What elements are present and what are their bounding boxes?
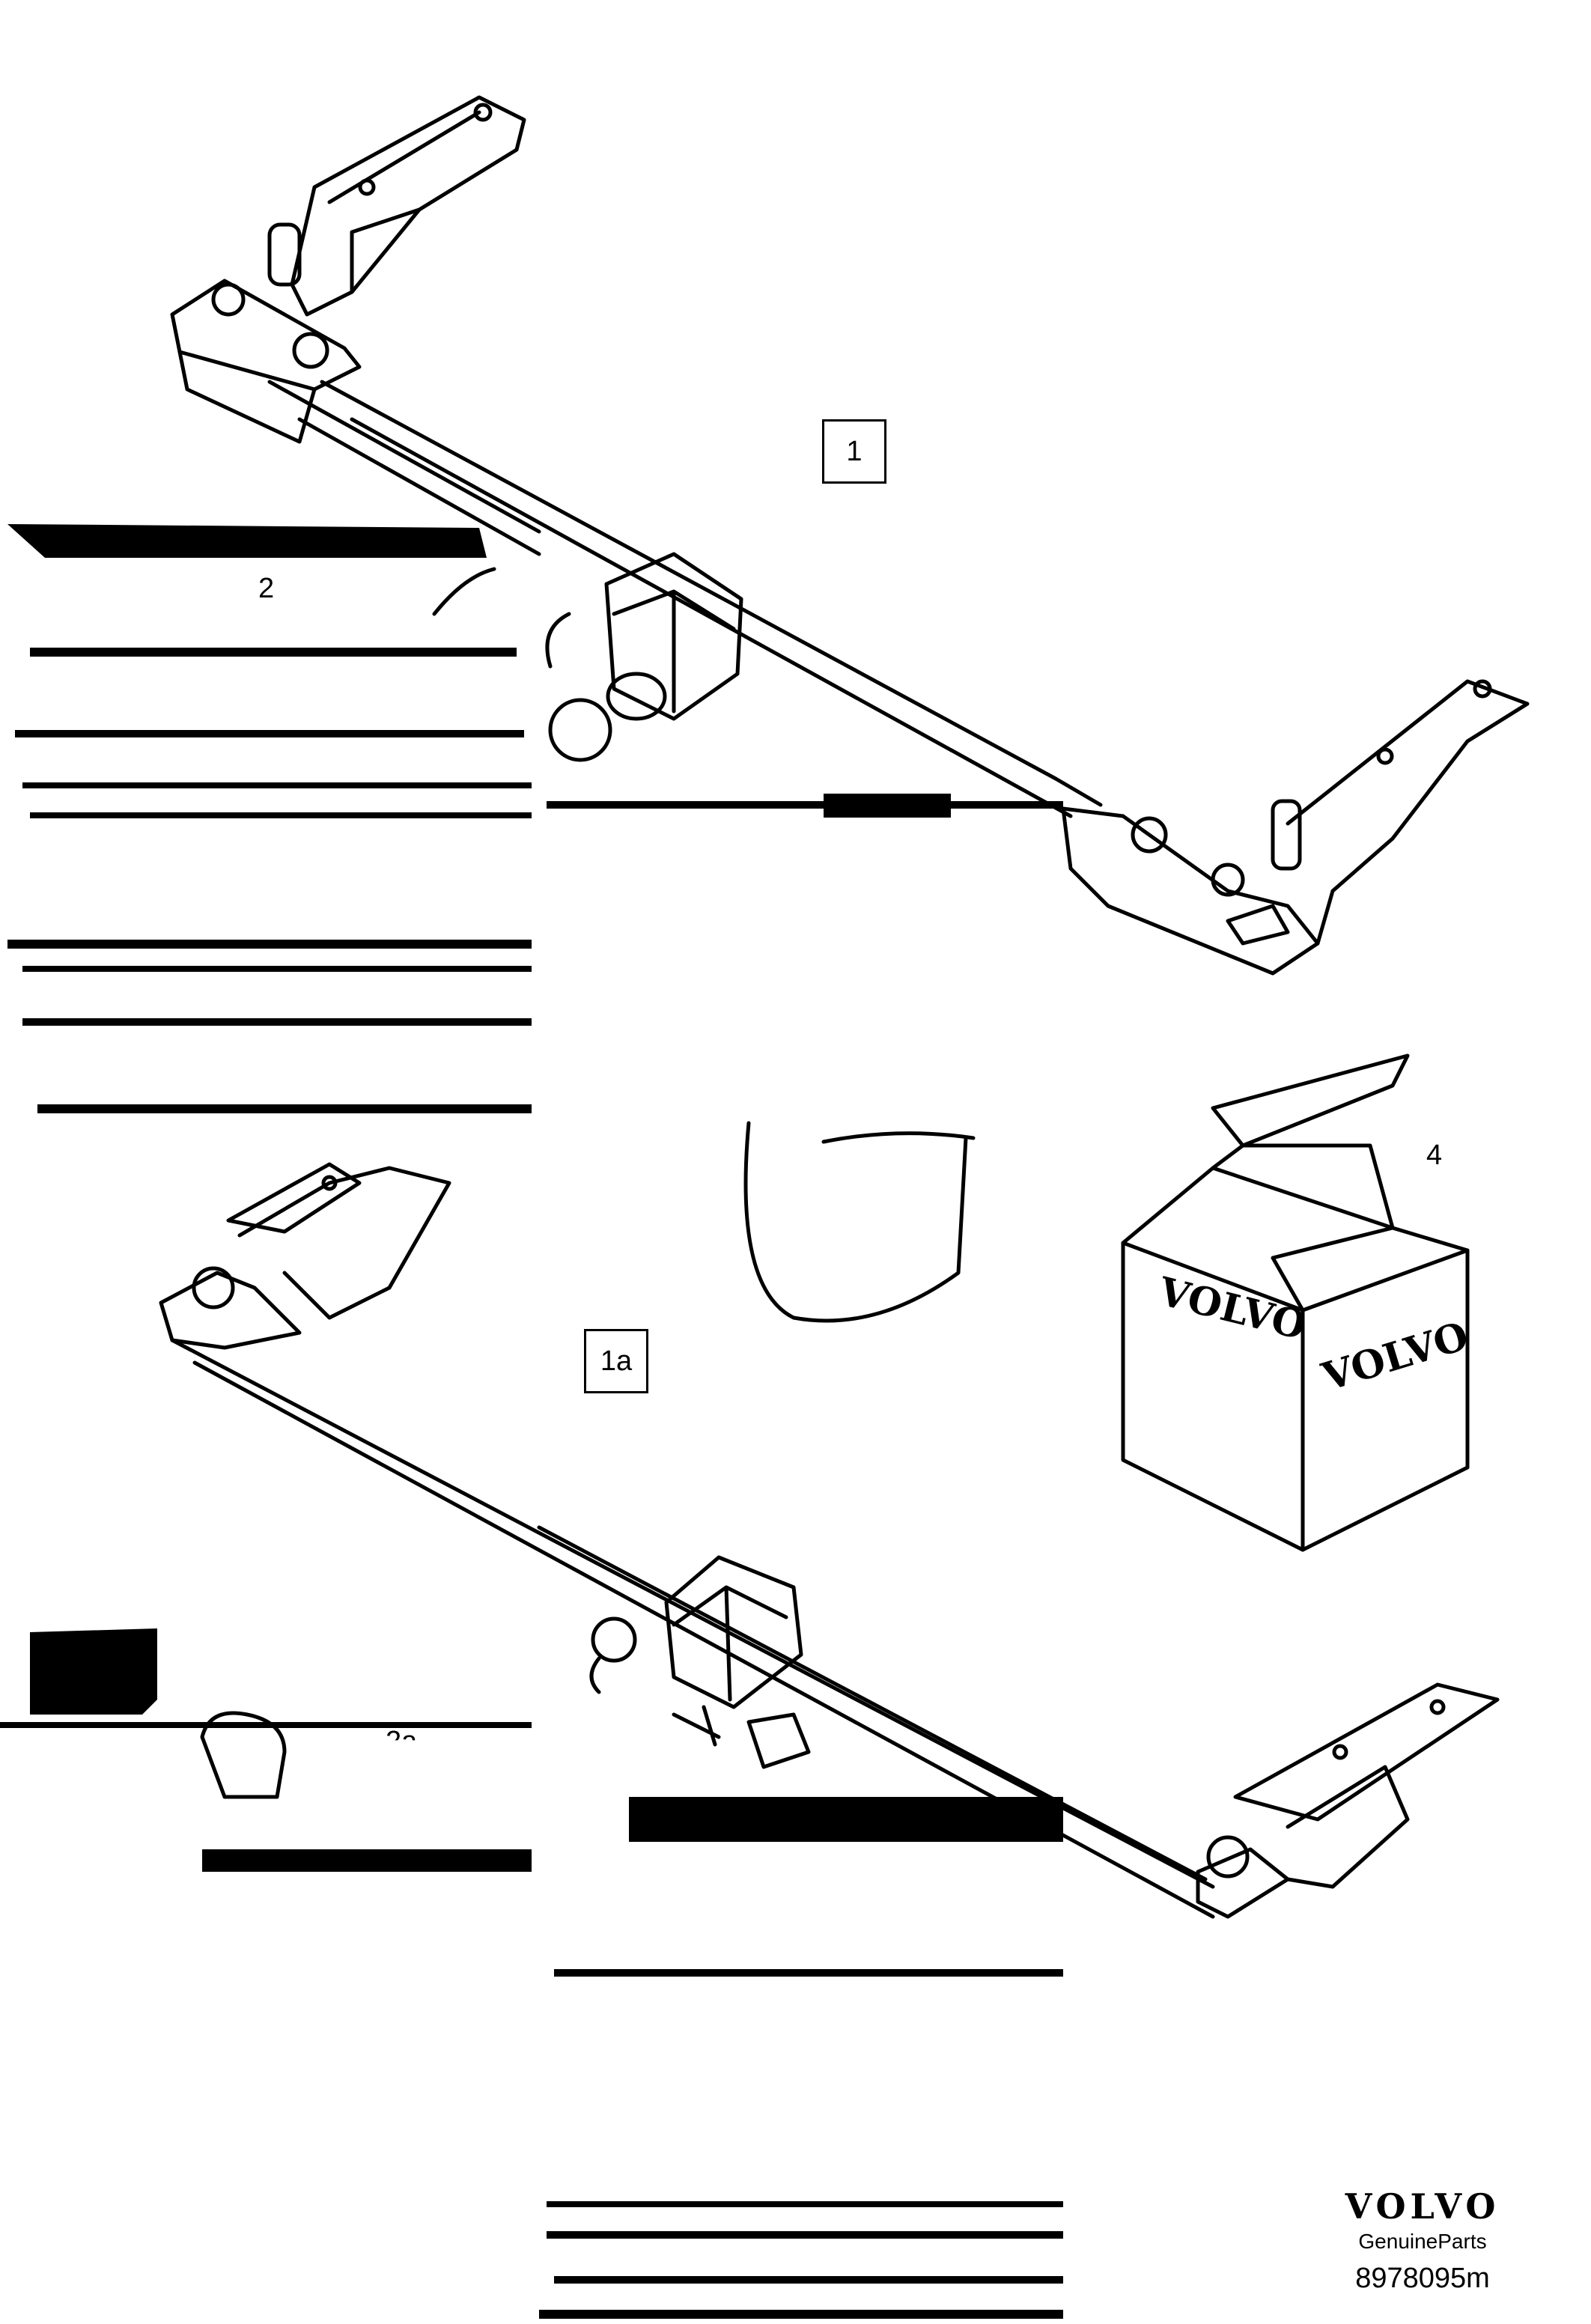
hitch-clamp-lower (664, 1555, 803, 1709)
hitch-clamp-upper (604, 552, 743, 721)
nut-upper-right-1 (1131, 816, 1168, 854)
right-mount-bracket-upper (1286, 679, 1530, 946)
tow-ball-upper (548, 698, 612, 762)
kit-box (1121, 1053, 1470, 1552)
footer-brand-block: VOLVO GenuineParts 8978095m (1273, 2186, 1572, 2295)
box-brand-right: VOLVO (1316, 1313, 1473, 1401)
nut-lower-left (192, 1266, 235, 1309)
box-open-flaps (1121, 1053, 1470, 1312)
footer-subtitle: GenuineParts (1358, 2230, 1487, 2253)
left-mount-bracket-lower (226, 1162, 362, 1234)
nut-upper-left-2 (292, 332, 329, 369)
left-plate-upper (170, 279, 362, 392)
chain-ring-lower (591, 1616, 637, 1663)
bracket-plate-lower (746, 1712, 811, 1769)
footer-brand-logo: VOLVO (1345, 2186, 1500, 2227)
tow-bar-lower (159, 1162, 1500, 1919)
nut-lower-right (1206, 1835, 1250, 1879)
right-plate-lower (1233, 1682, 1500, 1822)
nut-upper-left-1 (211, 282, 246, 317)
nut-upper-right-2 (1211, 863, 1245, 897)
callout-part-1: 1 (822, 419, 886, 484)
callout-part-1a: 1a (584, 1329, 648, 1393)
right-plate-upper (1061, 806, 1320, 976)
callout-part-2a: 2a (386, 1726, 418, 1757)
tow-bar-upper (170, 95, 1530, 976)
callout-part-2: 2 (258, 573, 275, 604)
callout-part-1-label: 1 (846, 435, 863, 467)
ball-coupling-assembly (200, 567, 976, 1799)
scan-artifacts (0, 524, 1063, 2319)
box-side-face (1301, 1248, 1470, 1552)
callout-part-1a-label: 1a (600, 1345, 633, 1377)
left-mount-bracket-upper (290, 95, 526, 317)
crossbar-upper (320, 380, 1103, 818)
callout-part-4: 4 (1426, 1140, 1443, 1171)
footer-part-number: 8978095m (1355, 2263, 1490, 2294)
